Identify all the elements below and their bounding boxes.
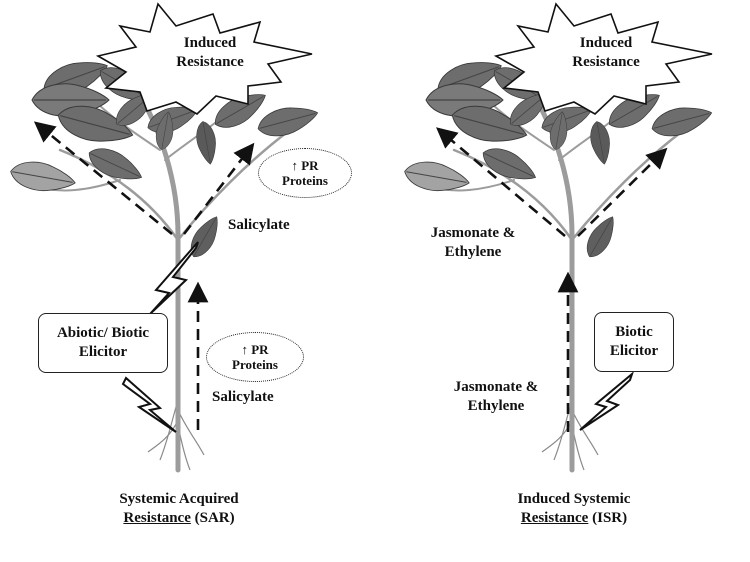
pr-proteins-oval-upper: ↑ PR Proteins bbox=[258, 148, 352, 198]
elicitor-label-line: Elicitor bbox=[609, 343, 659, 359]
burst-label-isr: Induced Resistance bbox=[556, 34, 656, 72]
signal-label-isr-lower: Jasmonate & Ethylene bbox=[436, 378, 556, 416]
arrow-sar-left-branch bbox=[33, 121, 173, 236]
pr-label-line: Proteins bbox=[282, 173, 328, 188]
signal-label-sar-lower: Salicylate bbox=[212, 389, 274, 405]
elicitor-label-line: Elicitor bbox=[78, 344, 128, 360]
lightning-bolt-icon bbox=[579, 370, 635, 431]
burst-label-line: Induced bbox=[579, 35, 633, 51]
plant-sar bbox=[7, 49, 322, 473]
burst-label-line: Resistance bbox=[572, 54, 640, 70]
arrow-isr-right-branch bbox=[577, 147, 668, 237]
arrows-sar bbox=[33, 121, 255, 430]
caption-line: Resistance (ISR) bbox=[494, 509, 654, 528]
signal-label-line: Jasmonate & bbox=[430, 225, 516, 241]
signal-label-isr-upper: Jasmonate & Ethylene bbox=[414, 224, 532, 262]
lightning-bolt-icon bbox=[121, 241, 199, 433]
signal-label-line: Jasmonate & bbox=[453, 379, 539, 395]
caption-abbr: (ISR) bbox=[592, 510, 628, 526]
plant-isr bbox=[401, 49, 716, 473]
induced-resistance-burst-sar bbox=[95, 2, 313, 115]
signal-label-sar-upper: Salicylate bbox=[228, 217, 290, 233]
arrow-isr-left-branch bbox=[436, 127, 566, 237]
pr-label-line: ↑ PR bbox=[291, 158, 319, 173]
caption-line: Induced Systemic bbox=[517, 491, 631, 507]
burst-label-line: Induced bbox=[183, 35, 237, 51]
pr-label-line: Proteins bbox=[232, 357, 278, 372]
signal-label-line: Ethylene bbox=[444, 244, 502, 260]
arrows-isr bbox=[436, 127, 668, 432]
caption-isr: Induced Systemic Resistance (ISR) bbox=[494, 490, 654, 528]
caption-line: Resistance (SAR) bbox=[94, 509, 264, 528]
elicitor-box-isr: Biotic Elicitor bbox=[594, 312, 674, 372]
caption-term: Resistance bbox=[520, 510, 589, 526]
caption-term: Resistance bbox=[123, 510, 191, 526]
elicitor-label-line: Biotic bbox=[615, 324, 653, 340]
caption-line: Systemic Acquired bbox=[119, 491, 239, 507]
pr-proteins-oval-lower: ↑ PR Proteins bbox=[206, 332, 304, 382]
caption-abbr: (SAR) bbox=[194, 510, 235, 526]
burst-label-sar: Induced Resistance bbox=[160, 34, 260, 72]
elicitor-label-line: Abiotic/ Biotic bbox=[56, 325, 150, 341]
caption-sar: Systemic Acquired Resistance (SAR) bbox=[94, 490, 264, 528]
induced-resistance-burst-isr bbox=[493, 2, 713, 115]
signal-label-line: Ethylene bbox=[467, 398, 525, 414]
elicitor-box-sar: Abiotic/ Biotic Elicitor bbox=[38, 313, 168, 373]
burst-label-line: Resistance bbox=[176, 54, 244, 70]
pr-label-line: ↑ PR bbox=[241, 342, 269, 357]
